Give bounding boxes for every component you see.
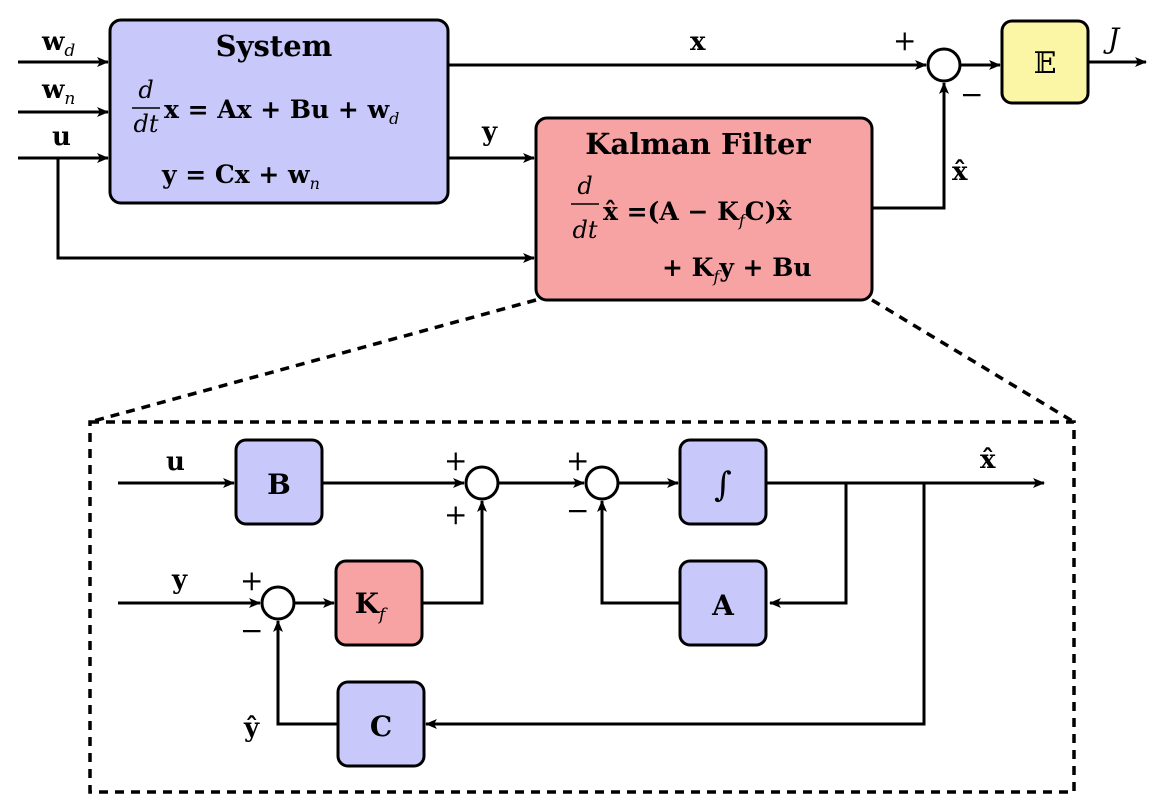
wd-label: wd (41, 27, 75, 61)
u-label: u (52, 122, 71, 152)
detail-c-label: C (370, 710, 392, 743)
u-to-kalman-arrow (56, 158, 535, 263)
y-label: y (481, 117, 498, 147)
detail-summing-junction-2 (584, 465, 620, 501)
top-summing-junction (926, 47, 962, 83)
a-to-sum2-arrow (597, 500, 680, 605)
kalman-equation-2: + Kfy + Bu (662, 253, 812, 286)
xhat-to-sum-arrow (872, 82, 949, 210)
zoom-connector-right (871, 298, 1075, 424)
system-equation-2: y = Cx + wn (161, 160, 320, 193)
kalman-eq1-dt: dt (572, 216, 597, 244)
kalman-filter-title: Kalman Filter (585, 127, 811, 161)
detail-a-label: A (711, 589, 735, 622)
detail-kf-label: Kf (355, 587, 388, 625)
detail-integrator-label: ∫ (714, 465, 732, 505)
sum3-minus: − (240, 614, 263, 647)
xhat-label: x̂ (952, 157, 968, 187)
sum1-plus-top: + (444, 444, 467, 477)
x-label: x (690, 27, 706, 57)
sum2-plus: + (566, 444, 589, 477)
j-label: J (1103, 22, 1121, 55)
system-equation-1: x = Ax + Bu + wd (164, 95, 399, 128)
xhat-to-a-arrow (769, 483, 848, 608)
detail-yhat-label: ŷ (243, 713, 260, 743)
sum-top-minus: − (960, 78, 983, 111)
expectation-label: 𝔼 (1034, 46, 1057, 81)
system-eq1-d: d (138, 76, 153, 104)
kalman-equation-1: x̂ =(A − KfC)x̂ (603, 197, 793, 230)
detail-b-label: B (267, 468, 291, 501)
kf-to-sum1-arrow (422, 500, 487, 605)
kalman-eq1-d: d (577, 172, 592, 200)
detail-u-label: u (166, 447, 185, 477)
wn-label: wn (41, 75, 75, 109)
detail-summing-junction-3 (260, 585, 296, 621)
xhat-to-c-arrow (425, 483, 926, 729)
zoom-connector-left (89, 298, 537, 424)
sum2-minus: − (566, 494, 589, 527)
sum1-plus-bottom: + (444, 498, 467, 531)
detail-summing-junction-1 (464, 465, 500, 501)
system-eq1-dt: dt (133, 110, 158, 138)
detail-y-label: y (171, 565, 188, 595)
detail-xhat-label: x̂ (980, 445, 996, 475)
system-title: System (216, 29, 333, 63)
c-to-sum3-arrow (273, 620, 338, 726)
sum3-plus: + (240, 564, 263, 597)
sum-top-plus: + (893, 24, 916, 57)
system-block (108, 18, 450, 205)
detail-dashed-frame (88, 420, 1076, 794)
